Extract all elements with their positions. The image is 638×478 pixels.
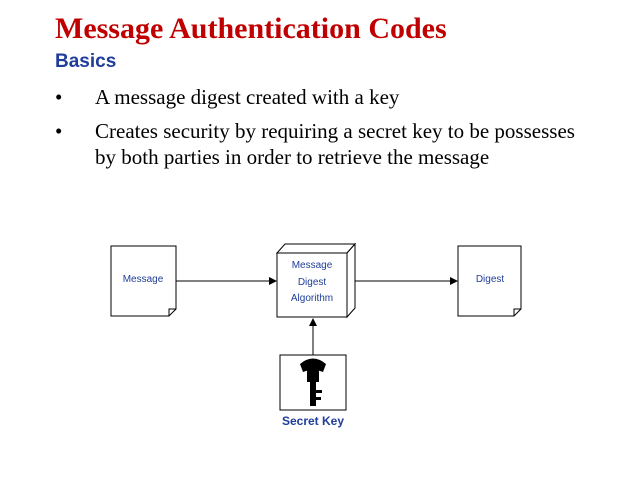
message-document: Message <box>110 245 177 317</box>
secret-key-label: Secret Key <box>282 414 344 428</box>
bullet-text: Creates security by requiring a secret k… <box>95 119 575 169</box>
algorithm-label-line: Message <box>292 260 333 271</box>
message-label: Message <box>123 274 164 285</box>
secret-key-box: Secret Key <box>279 354 347 428</box>
bullet-list: • A message digest created with a key • … <box>55 84 595 178</box>
bullet-icon: • <box>55 119 63 143</box>
digest-document: Digest <box>457 245 522 317</box>
bullet-text: A message digest created with a key <box>95 85 400 109</box>
algorithm-label-line: Algorithm <box>291 293 333 304</box>
slide-subtitle: Basics <box>55 51 117 72</box>
slide-title: Message Authentication Codes <box>55 12 447 45</box>
algorithm-label-line: Digest <box>298 277 327 288</box>
key-icon <box>300 358 326 406</box>
bullet-item: • Creates security by requiring a secret… <box>55 118 595 170</box>
bullet-icon: • <box>55 85 63 109</box>
bullet-item: • A message digest created with a key <box>55 84 595 110</box>
algorithm-box: Message Digest Algorithm <box>275 242 357 319</box>
digest-label: Digest <box>476 274 505 285</box>
